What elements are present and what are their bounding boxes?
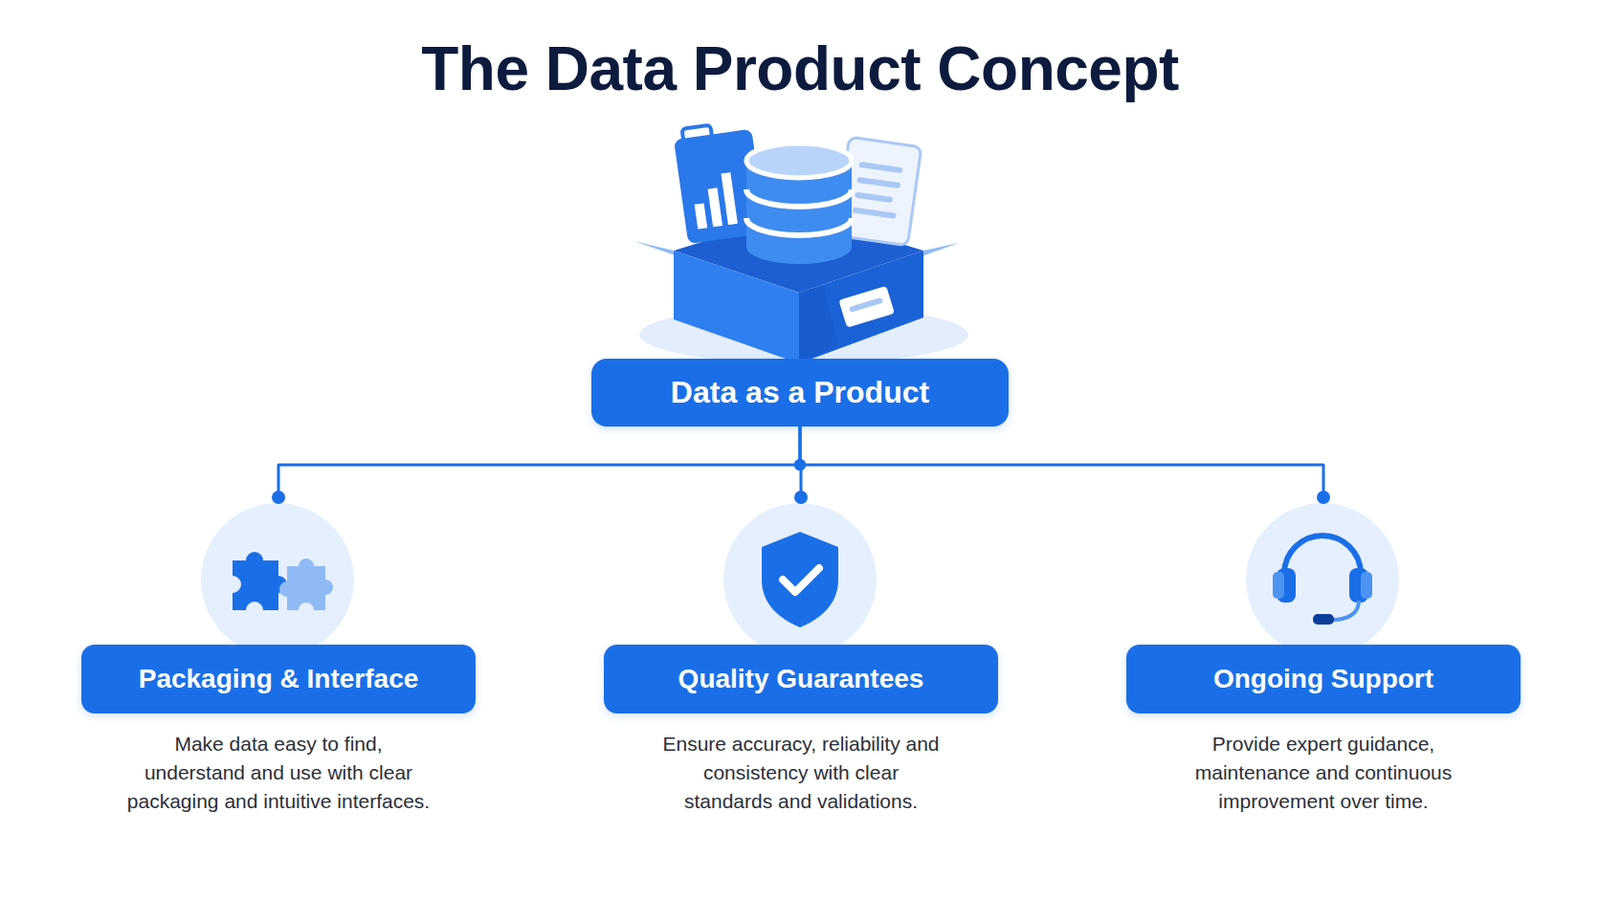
node-heading: Ongoing Support: [1126, 644, 1521, 714]
connector-line: [278, 426, 800, 504]
icon-space: [81, 503, 476, 645]
node-heading: Data as a Product: [591, 358, 1009, 427]
connector-dot: [794, 490, 808, 505]
node-heading: Quality Guarantees: [603, 644, 999, 714]
puzzle-icon: [232, 552, 334, 611]
icon-space: [603, 503, 999, 645]
data-box-illustration: [633, 119, 969, 364]
icon-space: [1126, 503, 1521, 645]
headset-icon: [1272, 535, 1373, 625]
root-node: Data as a Product: [591, 358, 1009, 427]
connector-dot: [794, 459, 806, 471]
node-description: Make data easy to find, understand and u…: [125, 730, 432, 817]
diagram-title: The Data Product Concept: [0, 32, 1600, 106]
node-description: Provide expert guidance, maintenance and…: [1175, 730, 1472, 817]
node-heading: Packaging & Interface: [81, 644, 476, 714]
connector-dot: [794, 459, 806, 471]
connector-dot: [271, 490, 286, 505]
concept-node: Quality GuaranteesEnsure accuracy, relia…: [603, 503, 999, 839]
concept-node: Ongoing SupportProvide expert guidance, …: [1126, 503, 1521, 839]
icon-circle: [200, 503, 355, 657]
connector-dot: [1316, 490, 1331, 505]
connector-line: [800, 426, 801, 504]
connector-dot: [794, 459, 806, 471]
connector-line: [800, 426, 1324, 504]
shield-icon: [761, 532, 839, 628]
concept-node: Packaging & InterfaceMake data easy to f…: [81, 503, 476, 839]
node-description: Ensure accuracy, reliability and consist…: [662, 730, 940, 817]
icon-circle: [1245, 503, 1400, 657]
icon-circle: [723, 503, 877, 657]
